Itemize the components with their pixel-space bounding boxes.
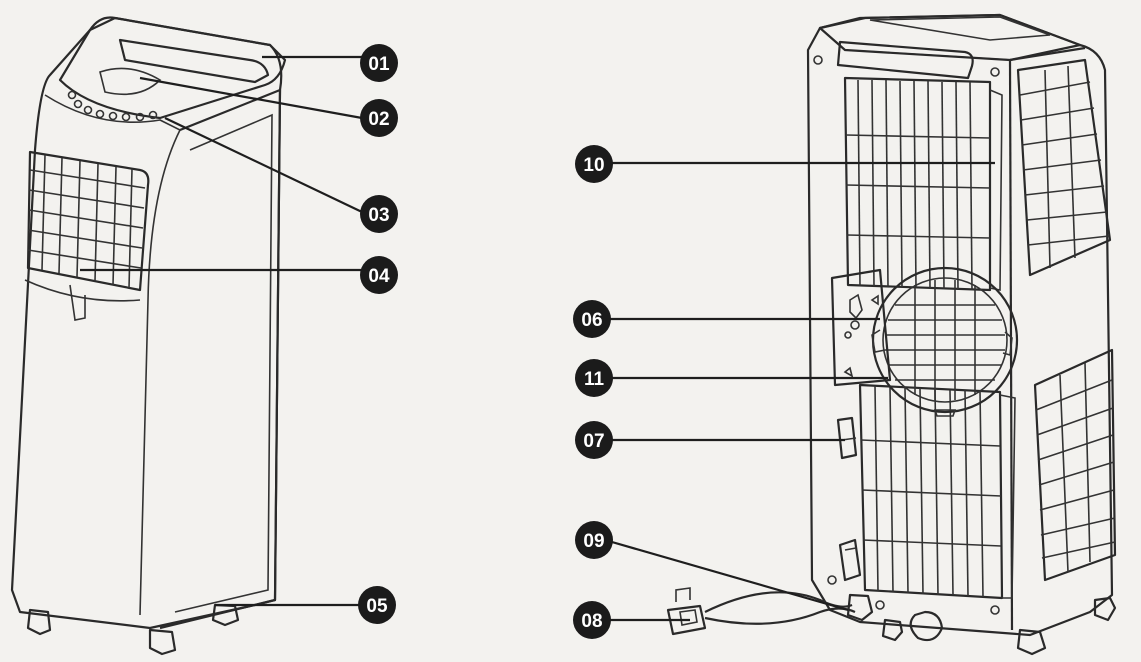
callout-badge-02: 02 xyxy=(360,99,398,137)
callout-label-01: 01 xyxy=(368,54,390,75)
callout-label-08: 08 xyxy=(581,611,602,632)
side-louvres-upper xyxy=(1016,58,1112,277)
exhaust-air-outlet xyxy=(871,266,1019,417)
callout-label-10: 10 xyxy=(583,155,604,176)
callout-badges: 01 02 03 04 05 10 06 11 xyxy=(358,44,613,639)
upper-rear-filter-grille xyxy=(843,76,1003,292)
callout-badge-01: 01 xyxy=(360,44,398,82)
control-buttons xyxy=(67,90,158,122)
leader-line-03 xyxy=(164,117,363,213)
callout-label-04: 04 xyxy=(368,266,390,287)
drain-plate xyxy=(830,268,892,387)
callout-badge-09: 09 xyxy=(575,521,613,559)
callout-label-09: 09 xyxy=(583,531,604,552)
cord-hook xyxy=(838,538,862,582)
callout-badge-10: 10 xyxy=(575,145,613,183)
callout-label-11: 11 xyxy=(584,369,605,390)
leader-line-02 xyxy=(139,76,363,120)
front-air-outlet-grille xyxy=(24,150,150,321)
front-casters xyxy=(26,603,240,656)
leader-line-09 xyxy=(604,538,849,612)
side-louvres-lower xyxy=(1033,348,1117,582)
rear-casters xyxy=(846,593,1117,656)
rear-view-unit xyxy=(666,13,1117,656)
callout-badge-08: 08 xyxy=(573,601,611,639)
callout-badge-03: 03 xyxy=(360,195,398,233)
callout-label-06: 06 xyxy=(581,310,602,331)
callout-label-03: 03 xyxy=(368,205,389,226)
drain-outlet xyxy=(836,416,858,460)
callout-label-02: 02 xyxy=(368,109,389,130)
callout-badge-07: 07 xyxy=(575,421,613,459)
front-view-unit xyxy=(10,16,287,656)
callout-badge-11: 11 xyxy=(575,359,613,397)
power-cord-and-plug xyxy=(666,587,856,636)
callout-label-07: 07 xyxy=(583,431,604,452)
leader-lines xyxy=(80,55,995,622)
lower-rear-filter-grille xyxy=(858,383,1016,600)
callout-badge-05: 05 xyxy=(358,586,396,624)
callout-badge-04: 04 xyxy=(360,256,398,294)
callout-badge-06: 06 xyxy=(573,300,611,338)
callout-label-05: 05 xyxy=(366,596,388,617)
